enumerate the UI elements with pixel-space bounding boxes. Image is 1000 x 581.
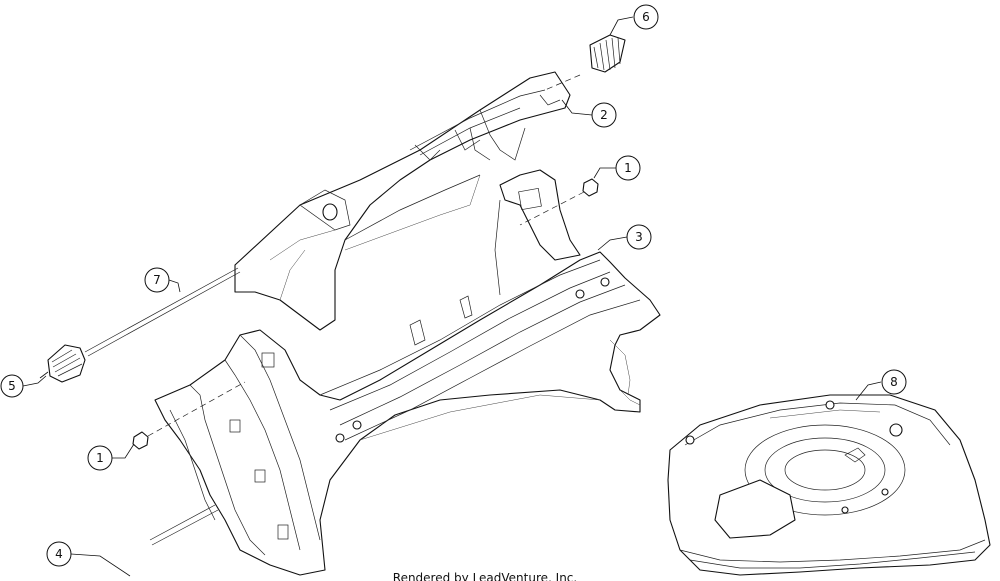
callout-8-label: 8 — [890, 375, 898, 389]
callout-5: 5 — [0, 374, 24, 398]
callout-4-label: 4 — [55, 547, 63, 561]
callout-1-lower: 1 — [87, 445, 113, 471]
rear-shield-part — [234, 71, 571, 331]
callout-7-label: 7 — [153, 273, 161, 287]
callout-1-lower-label: 1 — [96, 451, 104, 465]
callout-8: 8 — [881, 369, 907, 395]
credit-text: Rendered by LeadVenture, Inc. — [393, 571, 577, 581]
callout-2: 2 — [591, 102, 617, 128]
rod-part — [84, 267, 241, 546]
mower-deck-part — [667, 394, 991, 576]
callout-1-upper-label: 1 — [624, 161, 632, 175]
callout-6-label: 6 — [642, 10, 650, 24]
torsion-spring-left-part — [39, 344, 86, 383]
callout-leaders — [22, 16, 882, 577]
callout-5-label: 5 — [8, 379, 16, 393]
callout-6: 6 — [633, 4, 659, 30]
callout-4: 4 — [46, 541, 72, 567]
callout-3-label: 3 — [635, 230, 643, 244]
nut-lower-part — [132, 381, 246, 450]
callout-7: 7 — [144, 267, 170, 293]
callout-3: 3 — [626, 224, 652, 250]
nut-upper-part — [519, 178, 599, 226]
callout-2-label: 2 — [600, 108, 608, 122]
callout-1-upper: 1 — [615, 155, 641, 181]
rear-frame-part — [154, 169, 661, 576]
